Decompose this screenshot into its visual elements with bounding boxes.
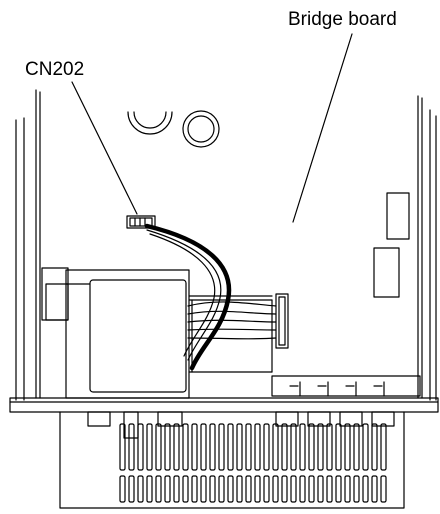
heatsink-fin: [201, 424, 206, 470]
heatsink-fin: [372, 424, 377, 470]
heatsink-fins-upper: [120, 424, 386, 470]
heatsink-fin: [156, 424, 161, 470]
round-holes: [128, 111, 219, 147]
heatsink: [60, 412, 404, 508]
leader-line-cn202: [72, 82, 137, 214]
heatsink-fin: [255, 476, 260, 502]
heatsink-fin: [129, 424, 134, 470]
heatsink-fin: [165, 424, 170, 470]
heatsink-fin: [165, 476, 170, 502]
heatsink-fin: [138, 424, 143, 470]
heatsink-fin: [354, 424, 359, 470]
heatsink-fin: [147, 476, 152, 502]
heatsink-fin: [300, 476, 305, 502]
heatsink-fin: [300, 424, 305, 470]
heatsink-fin: [381, 476, 386, 502]
heatsink-fin: [219, 476, 224, 502]
heatsink-fin: [327, 424, 332, 470]
cn202-connector: [127, 216, 155, 228]
heatsink-fin: [201, 476, 206, 502]
heatsink-fin: [174, 476, 179, 502]
heatsink-fin: [183, 424, 188, 470]
heatsink-fin: [336, 424, 341, 470]
heatsink-fin: [354, 476, 359, 502]
heatsink-fin: [273, 424, 278, 470]
heatsink-fin: [345, 424, 350, 470]
heatsink-fin: [264, 424, 269, 470]
heatsink-fin: [309, 424, 314, 470]
heatsink-fin: [237, 424, 242, 470]
heatsink-fin: [174, 424, 179, 470]
heatsink-fin: [147, 424, 152, 470]
heatsink-fin: [210, 476, 215, 502]
leader-line-bridge-board: [293, 34, 352, 222]
heatsink-fin: [255, 424, 260, 470]
heatsink-fin: [363, 424, 368, 470]
heatsink-fin: [291, 476, 296, 502]
mounting-plate: [10, 398, 438, 412]
heatsink-fin: [156, 476, 161, 502]
heatsink-fin: [246, 476, 251, 502]
heatsink-fin: [309, 476, 314, 502]
heatsink-fin: [318, 424, 323, 470]
bridge-board-label: Bridge board: [288, 9, 397, 30]
heatsink-fin: [372, 476, 377, 502]
heatsink-fin: [129, 476, 134, 502]
heatsink-fin: [192, 424, 197, 470]
heatsink-fin: [120, 476, 125, 502]
heatsink-fin: [363, 476, 368, 502]
heatsink-fin: [264, 476, 269, 502]
heatsink-fin: [219, 424, 224, 470]
heatsink-fin: [336, 476, 341, 502]
heatsink-fin: [192, 476, 197, 502]
heatsink-fin: [381, 424, 386, 470]
transformer-block: [42, 268, 272, 398]
heatsink-fin: [282, 424, 287, 470]
heatsink-fin: [282, 476, 287, 502]
heatsink-fin: [120, 424, 125, 470]
heatsink-fin: [246, 424, 251, 470]
heatsink-fin: [327, 476, 332, 502]
heatsink-fin: [345, 476, 350, 502]
heatsink-fin: [183, 476, 188, 502]
heatsink-fin: [210, 424, 215, 470]
heatsink-fins-lower: [120, 476, 386, 502]
cn202-label: CN202: [25, 59, 85, 80]
heatsink-fin: [237, 476, 242, 502]
heatsink-fin: [318, 476, 323, 502]
heatsink-fin: [228, 476, 233, 502]
heatsink-fin: [291, 424, 296, 470]
heatsink-fin: [228, 424, 233, 470]
left-chassis-wall: [16, 90, 40, 400]
terminal-row: [272, 376, 420, 396]
heatsink-fin: [273, 476, 278, 502]
heatsink-fin: [138, 476, 143, 502]
right-chassis-wall: [418, 96, 436, 400]
bridge-board-components: [374, 193, 409, 297]
cable-harness: [147, 226, 288, 368]
